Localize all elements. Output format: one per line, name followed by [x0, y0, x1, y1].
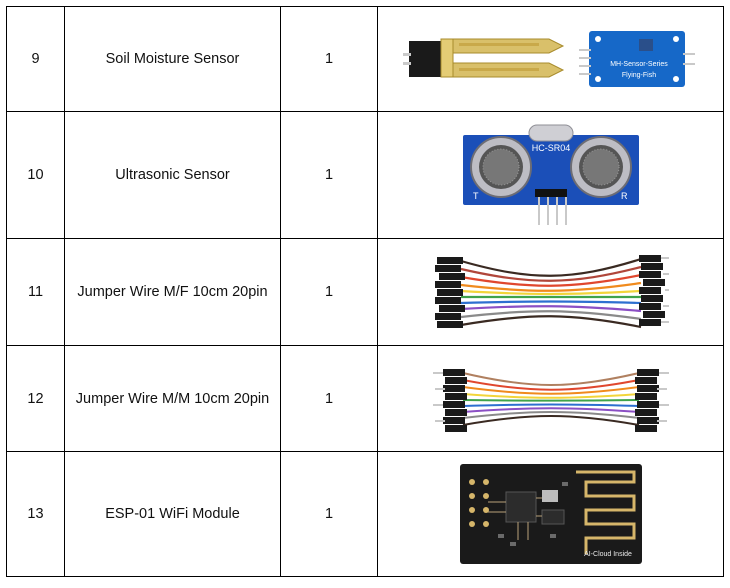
item-number: 13 [6, 451, 65, 577]
esp-antenna-label: AI-Cloud Inside [584, 551, 632, 558]
jumper-wire-image [434, 255, 669, 329]
parts-table: 9 Soil Moisture Sensor 1 [6, 6, 724, 577]
ultrasonic-model-label: HC-SR04 [531, 143, 570, 153]
item-number: 9 [6, 6, 65, 112]
table-row: 9 Soil Moisture Sensor 1 [6, 6, 724, 112]
item-image-cell: HC-SR04 T R [377, 111, 724, 239]
item-name: Ultrasonic Sensor [64, 111, 281, 239]
soil-board-brand: Flying-Fish [621, 72, 655, 79]
item-image-cell: MH-Sensor-Series Flying-Fish [377, 6, 724, 112]
item-number: 12 [6, 345, 65, 452]
item-name: Jumper Wire M/F 10cm 20pin [64, 238, 281, 346]
item-quantity: 1 [280, 238, 378, 346]
table-row: 12 Jumper Wire M/M 10cm 20pin 1 [6, 345, 724, 452]
item-quantity: 1 [280, 451, 378, 577]
ultrasonic-sensor-image: HC-SR04 T R [462, 124, 639, 225]
table-row: 13 ESP-01 WiFi Module 1 AI-Cloud Inside [6, 451, 724, 577]
table-row: 10 Ultrasonic Sensor 1 HC-SR04 T R [6, 111, 724, 239]
item-image-cell: AI-Cloud Inside [377, 451, 724, 577]
table-row: 11 Jumper Wire M/F 10cm 20pin 1 [6, 238, 724, 346]
ultrasonic-t-label: T [473, 191, 479, 201]
ultrasonic-r-label: R [621, 191, 628, 201]
wifi-module-image: AI-Cloud Inside [459, 464, 642, 564]
item-number: 10 [6, 111, 65, 239]
item-quantity: 1 [280, 111, 378, 239]
item-quantity: 1 [280, 345, 378, 452]
item-name: Jumper Wire M/M 10cm 20pin [64, 345, 281, 452]
item-number: 11 [6, 238, 65, 346]
soil-moisture-sensor-image: MH-Sensor-Series Flying-Fish [402, 31, 695, 87]
item-quantity: 1 [280, 6, 378, 112]
jumper-wire-image [432, 368, 669, 432]
soil-board-label: MH-Sensor-Series [610, 61, 668, 68]
item-name: ESP-01 WiFi Module [64, 451, 281, 577]
item-name: Soil Moisture Sensor [64, 6, 281, 112]
item-image-cell [377, 345, 724, 452]
item-image-cell [377, 238, 724, 346]
